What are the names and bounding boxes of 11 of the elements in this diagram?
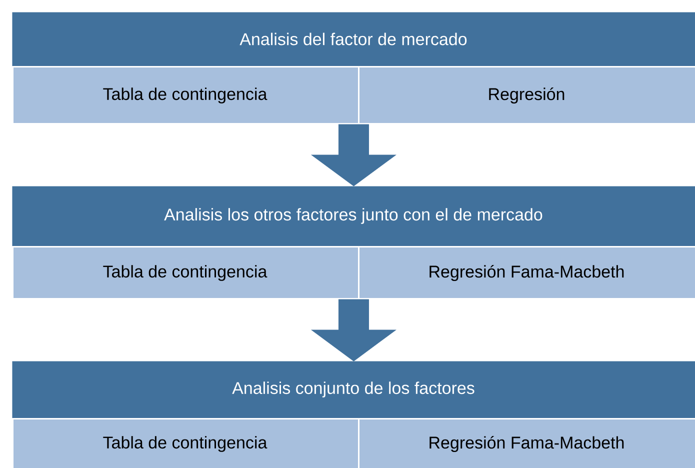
table-cell: Tabla de contingencia xyxy=(12,418,360,468)
table-cell: Tabla de contingencia xyxy=(12,66,360,124)
header-band: Analisis conjunto de los factores xyxy=(12,361,695,418)
table-cell: Regresión Fama-Macbeth xyxy=(358,418,695,468)
table-cell: Tabla de contingencia xyxy=(12,246,360,300)
block-arrow xyxy=(311,124,396,186)
table-cell: Regresión xyxy=(358,66,695,124)
block-arrow xyxy=(311,299,396,362)
table-cell: Regresión Fama-Macbeth xyxy=(358,246,695,300)
header-band: Analisis del factor de mercado xyxy=(12,12,695,66)
header-band: Analisis los otros factores junto con el de mercado xyxy=(12,186,695,246)
